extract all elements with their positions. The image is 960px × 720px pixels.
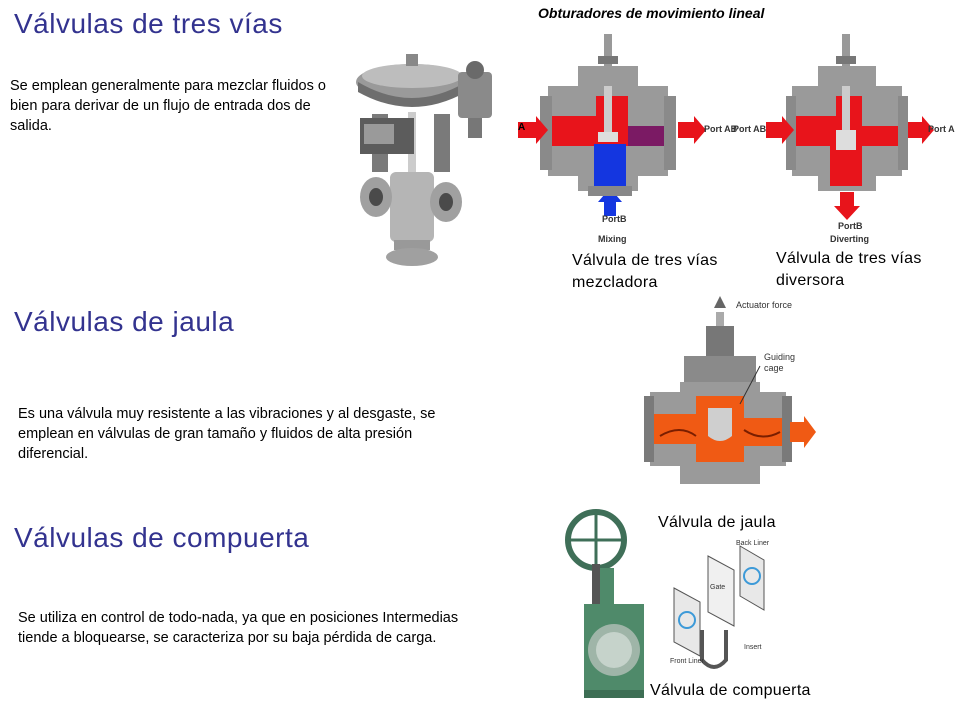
gate-label: Gate	[710, 584, 726, 591]
diverting-port-b-1: Port	[838, 221, 856, 231]
diverting-port-a: Port A	[928, 124, 955, 134]
figure-header: Obturadores de movimiento lineal	[538, 5, 765, 21]
text-jaula: Es una válvula muy resistente a las vibr…	[18, 406, 436, 462]
actuator-valve-photo	[356, 54, 492, 266]
gate-parts-diagram	[673, 545, 765, 669]
gate-back-liner-label: Back Liner	[736, 540, 770, 547]
text-compuerta: Se utiliza en control de todo-nada, ya q…	[18, 610, 459, 646]
cage-guide-label: Guiding cage	[764, 352, 796, 373]
mixing-port-a: A	[518, 122, 526, 133]
mixing-caption: Mixing	[598, 234, 627, 244]
diverting-caption: Diverting	[830, 234, 870, 244]
caption-jaula: Válvula de jaula	[658, 514, 776, 531]
caption-compuerta: Válvula de compuerta	[650, 682, 811, 699]
cage-force-label: Actuator force	[736, 300, 793, 310]
mixing-port-b-2: B	[620, 214, 627, 224]
gate-insert-label: Insert	[744, 644, 762, 651]
cage-valve-diagram	[644, 296, 816, 484]
gate-valve-photo	[565, 509, 644, 698]
mixing-valve-diagram	[518, 34, 706, 216]
diverting-port-b-2: B	[856, 221, 863, 231]
heading-tres-vias: Válvulas de tres vías	[14, 8, 283, 39]
heading-compuerta: Válvulas de compuerta	[14, 522, 310, 553]
mixing-port-b-1: Port	[602, 214, 620, 224]
mixing-port-ab: Port AB	[704, 124, 738, 134]
diverting-port-ab: Port AB	[733, 124, 767, 134]
caption-mezcladora: Válvula de tres vías mezcladora	[572, 252, 718, 291]
diverting-valve-diagram	[766, 34, 934, 220]
text-tres-vias: Se emplean generalmente para mezclar flu…	[10, 78, 326, 134]
gate-front-liner-label: Front Liner	[670, 658, 704, 665]
heading-jaula: Válvulas de jaula	[14, 306, 235, 337]
caption-diversora: Válvula de tres vías diversora	[776, 250, 922, 289]
